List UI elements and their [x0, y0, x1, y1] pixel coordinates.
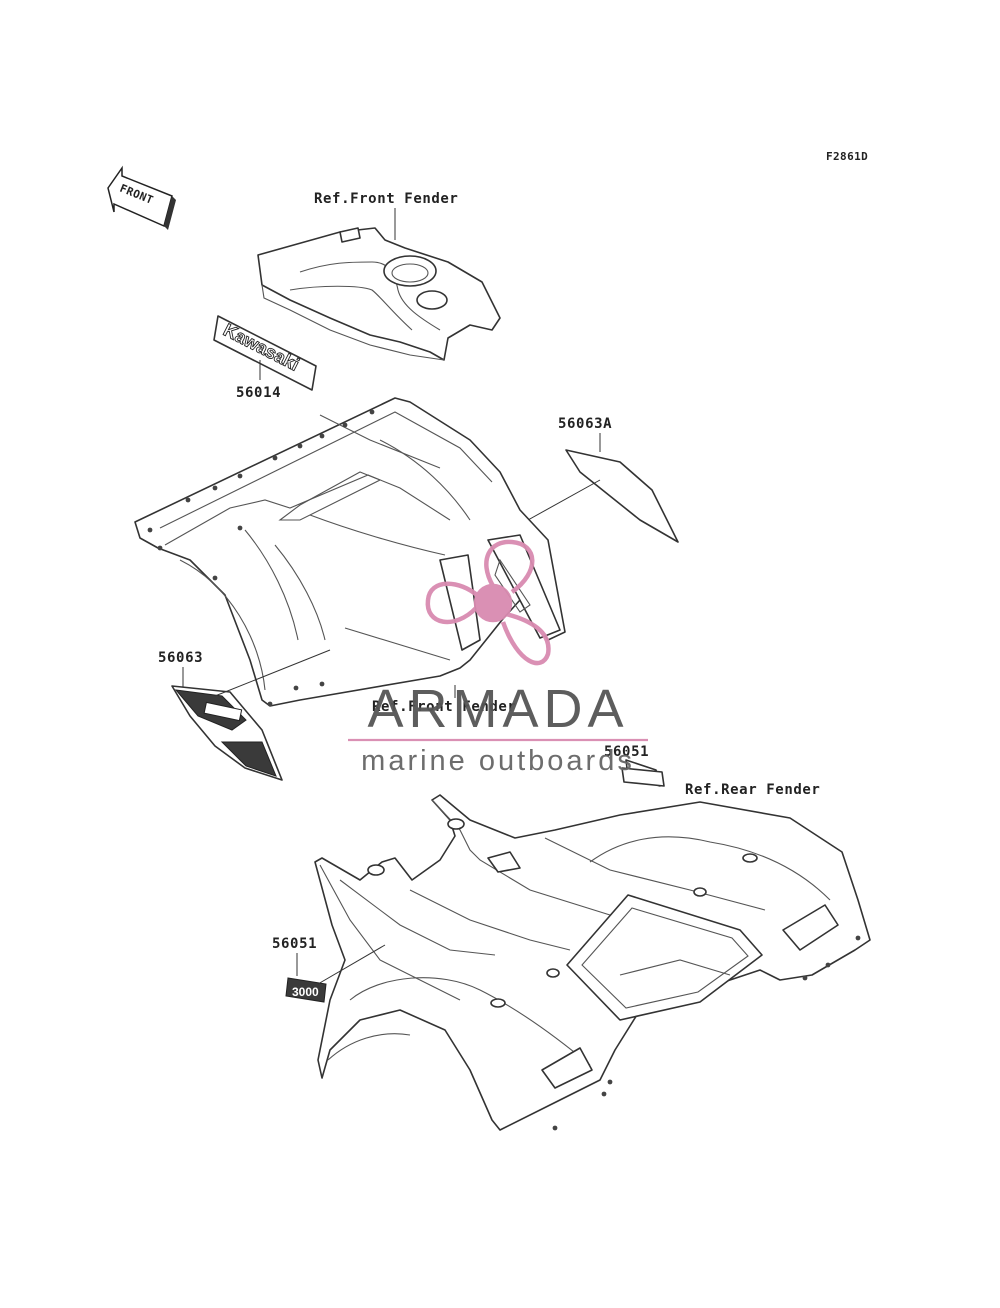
ref-rear-fender-label: Ref.Rear Fender — [685, 782, 820, 798]
decal-56063A — [565, 449, 679, 543]
part-56063A-label: 56063A — [558, 416, 612, 432]
part-56051-label-lower: 56051 — [272, 936, 317, 952]
rear-fender — [314, 767, 871, 1131]
svg-text:3000: 3000 — [292, 985, 319, 999]
part-56051-label-upper: 56051 — [604, 744, 649, 760]
kawasaki-decal: Kawasaki — [213, 315, 317, 391]
watermark-tagline: marine outboards — [361, 745, 635, 777]
front-arrow-icon: FRONT — [107, 165, 176, 230]
figure-code: F2861D — [826, 150, 868, 163]
decal-56063 — [171, 685, 283, 781]
watermark-name: ARMADA — [367, 679, 628, 739]
ref-front-fender-label-mid: Ref.Front Fender — [372, 699, 516, 715]
armada-watermark: ARMADA marine outboards — [348, 539, 648, 777]
part-56063-label: 56063 — [158, 650, 203, 666]
ref-front-fender-label-top: Ref.Front Fender — [314, 191, 458, 207]
part-56014-label: 56014 — [236, 385, 281, 401]
emblem-56051-lower: 3000 — [285, 977, 327, 1003]
front-fender-main — [134, 397, 566, 707]
front-fender-cover-top — [257, 227, 501, 361]
propeller-logo-icon — [425, 539, 551, 666]
